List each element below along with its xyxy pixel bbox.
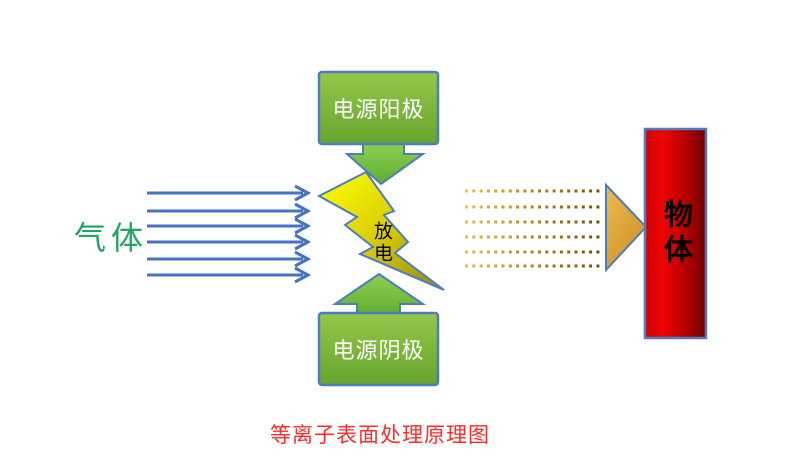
object-box-shape	[643, 127, 708, 340]
gas-arrow	[147, 217, 312, 235]
plasma-dotted-arrow	[465, 182, 648, 273]
anode-box-shape	[317, 70, 440, 146]
gas-arrow	[147, 233, 312, 251]
discharge-label: 放电	[371, 221, 392, 265]
cathode-label: 电源阴极	[332, 338, 425, 363]
gas-arrow	[147, 202, 312, 220]
diagram-caption: 等离子表面处理原理图	[270, 424, 490, 447]
gas-arrows	[147, 184, 312, 284]
beam-arrowhead-triangle	[605, 182, 648, 273]
gas-arrow	[147, 184, 312, 202]
gas-arrow	[147, 266, 312, 284]
lightning-bolt-shape	[316, 170, 445, 291]
object-label: 物体	[659, 198, 692, 269]
cathode-box-shape	[317, 311, 440, 387]
gas-arrow	[147, 250, 312, 268]
cathode-arrow-up	[331, 272, 427, 316]
gas-label: 气体	[74, 220, 149, 256]
anode-label: 电源阳极	[332, 97, 425, 122]
